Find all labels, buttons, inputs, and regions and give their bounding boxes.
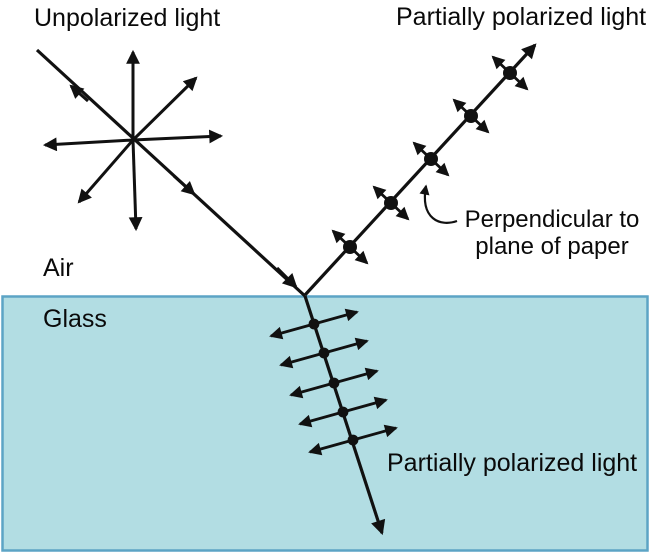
perpendicular-dot <box>503 66 517 80</box>
e-field-arrow-down <box>128 139 143 232</box>
refracted-polarization-dots <box>308 318 359 446</box>
unpolarized-starburst <box>42 49 224 232</box>
in-plane-arrow <box>269 322 315 340</box>
perpendicular-dot <box>308 318 320 330</box>
in-plane-arrow <box>352 424 398 442</box>
perpendicular-dot <box>318 347 330 359</box>
refracted-polarization-arrows <box>269 308 398 456</box>
in-plane-arrow <box>279 351 325 369</box>
unpolarized-light-label: Unpolarized light <box>34 4 221 32</box>
incident-ray-arrowhead <box>275 266 298 289</box>
curved-pointer-arrow <box>419 184 458 224</box>
in-plane-arrow <box>323 337 369 355</box>
e-field-arrow-left <box>42 137 134 152</box>
partially-polarized-top-label: Partially polarized light <box>396 3 647 31</box>
incident-ray-line <box>35 48 307 298</box>
e-field-arrow-right <box>132 129 224 144</box>
perpendicular-dot <box>347 434 359 446</box>
perpendicular-dot <box>343 240 357 254</box>
e-field-arrow-upleft <box>69 84 89 103</box>
incident-ray <box>35 48 307 298</box>
perpendicular-note-line2: plane of paper <box>475 233 629 260</box>
perpendicular-dot <box>337 406 349 418</box>
glass-region-label: Glass <box>43 305 107 333</box>
refracted-ray <box>269 295 398 536</box>
reflected-ray <box>303 43 537 297</box>
in-plane-arrow <box>313 308 359 326</box>
perpendicular-dot <box>424 152 438 166</box>
partially-polarized-glass-label: Partially polarized light <box>387 449 638 477</box>
perpendicular-dot <box>464 109 478 123</box>
e-field-arrow-upright <box>131 76 198 142</box>
perpendicular-note-line1: Perpendicular to <box>464 206 640 233</box>
reflected-ray-line <box>303 43 537 297</box>
in-plane-arrow <box>342 396 388 414</box>
in-plane-arrow <box>298 410 344 428</box>
in-plane-arrow <box>308 438 354 456</box>
e-field-arrow-downleft <box>77 139 135 204</box>
in-plane-arrow <box>289 381 335 399</box>
reflected-polarization-dots <box>343 66 517 254</box>
perpendicular-dot <box>384 196 398 210</box>
perpendicular-note: Perpendicular to plane of paper <box>450 206 651 260</box>
air-region-label: Air <box>43 254 74 282</box>
in-plane-arrow <box>333 367 379 385</box>
glass-region <box>1 295 649 552</box>
perpendicular-dot <box>328 377 340 389</box>
